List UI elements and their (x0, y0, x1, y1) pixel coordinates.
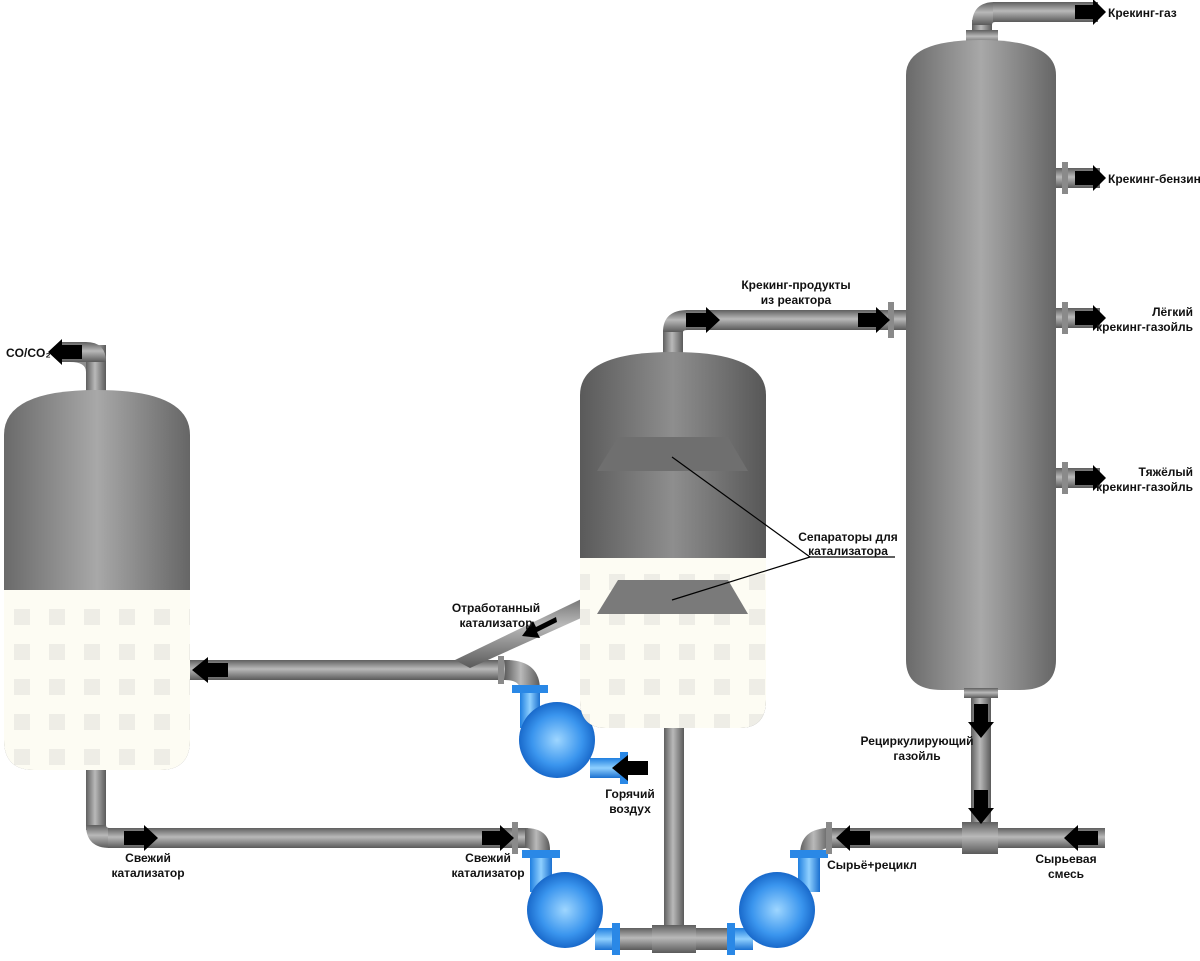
reactor-products-pipe (686, 310, 908, 330)
hot-air-inlet-pipe (590, 758, 625, 778)
label-heavy-gasoil-2: крекинг-газойль (1096, 480, 1193, 494)
label-spent-catalyst-2: катализатор (459, 616, 532, 630)
arrow-heavy-gasoil (1075, 465, 1106, 491)
label-cracking-gasoline: Крекинг-бензин (1108, 172, 1200, 186)
label-co2: CO/CO₂ (6, 346, 51, 360)
feed-pump-right (739, 872, 815, 948)
arrow-recycle-2 (968, 790, 994, 824)
label-spent-catalyst-1: Отработанный (452, 601, 540, 615)
arrow-hot-air (612, 755, 648, 781)
upper-separator (597, 437, 748, 471)
arrow-feed-mix (1064, 825, 1098, 851)
cracking-gas-pipe (993, 2, 1098, 22)
arrow-reactor-products-1 (686, 307, 720, 333)
label-feed-mix-1: Сырьевая (1035, 852, 1096, 866)
label-heavy-gasoil-1: Тяжёлый (1139, 465, 1193, 479)
spent-catalyst-pipe (190, 660, 510, 680)
label-feed-recycle: Сырьё+рецикл (827, 858, 917, 872)
label-fresh-catalyst-left-2: катализатор (111, 866, 184, 880)
label-reactor-products-2: из реактора (761, 293, 832, 307)
separator-leader-lines (671, 456, 895, 601)
lower-separator (597, 580, 748, 614)
label-feed-mix-2: смесь (1048, 867, 1084, 881)
label-reactor-products-1: Крекинг-продукты (741, 278, 850, 292)
label-light-gasoil-2: крекинг-газойль (1096, 320, 1193, 334)
label-hot-air-2: воздух (609, 802, 651, 816)
label-fresh-catalyst-mid-2: катализатор (451, 866, 524, 880)
label-hot-air-1: Горячий (605, 787, 654, 801)
label-fresh-catalyst-mid-1: Свежий (465, 851, 511, 865)
fresh-catalyst-pipe (108, 828, 528, 848)
arrow-spent-catalyst (192, 657, 228, 683)
reactor-vessel (580, 352, 766, 728)
arrow-reactor-products-2 (858, 307, 890, 333)
label-light-gasoil-1: Лёгкий (1152, 305, 1193, 319)
arrow-fresh-catalyst-left (124, 825, 158, 851)
arrow-recycle-1 (968, 704, 994, 738)
arrow-spent-catalyst-diag (522, 617, 557, 638)
label-fresh-catalyst-left-1: Свежий (125, 851, 171, 865)
label-separators-2: катализатора (808, 544, 888, 558)
label-recycle-gasoil-1: Рециркулирующий (861, 734, 974, 748)
label-cracking-gas: Крекинг-газ (1108, 6, 1177, 20)
arrow-cracking-gas (1075, 0, 1106, 25)
arrow-fresh-catalyst-mid (482, 825, 514, 851)
regenerator-outlet-pipe (86, 760, 106, 830)
arrow-co2 (48, 339, 82, 365)
label-recycle-gasoil-2: газойль (893, 749, 940, 763)
arrow-feed-recycle (836, 825, 870, 851)
regenerator-vessel (4, 390, 190, 770)
reactor-riser-pipe (664, 725, 684, 925)
catalyst-pump-left (527, 872, 603, 948)
arrow-gasoline (1075, 165, 1106, 191)
label-separators-1: Сепараторы для (798, 530, 897, 544)
fractionating-column (888, 30, 1068, 698)
arrow-light-gasoil (1075, 305, 1106, 331)
air-blower-pump (519, 702, 595, 778)
flow-arrows (48, 0, 1106, 851)
